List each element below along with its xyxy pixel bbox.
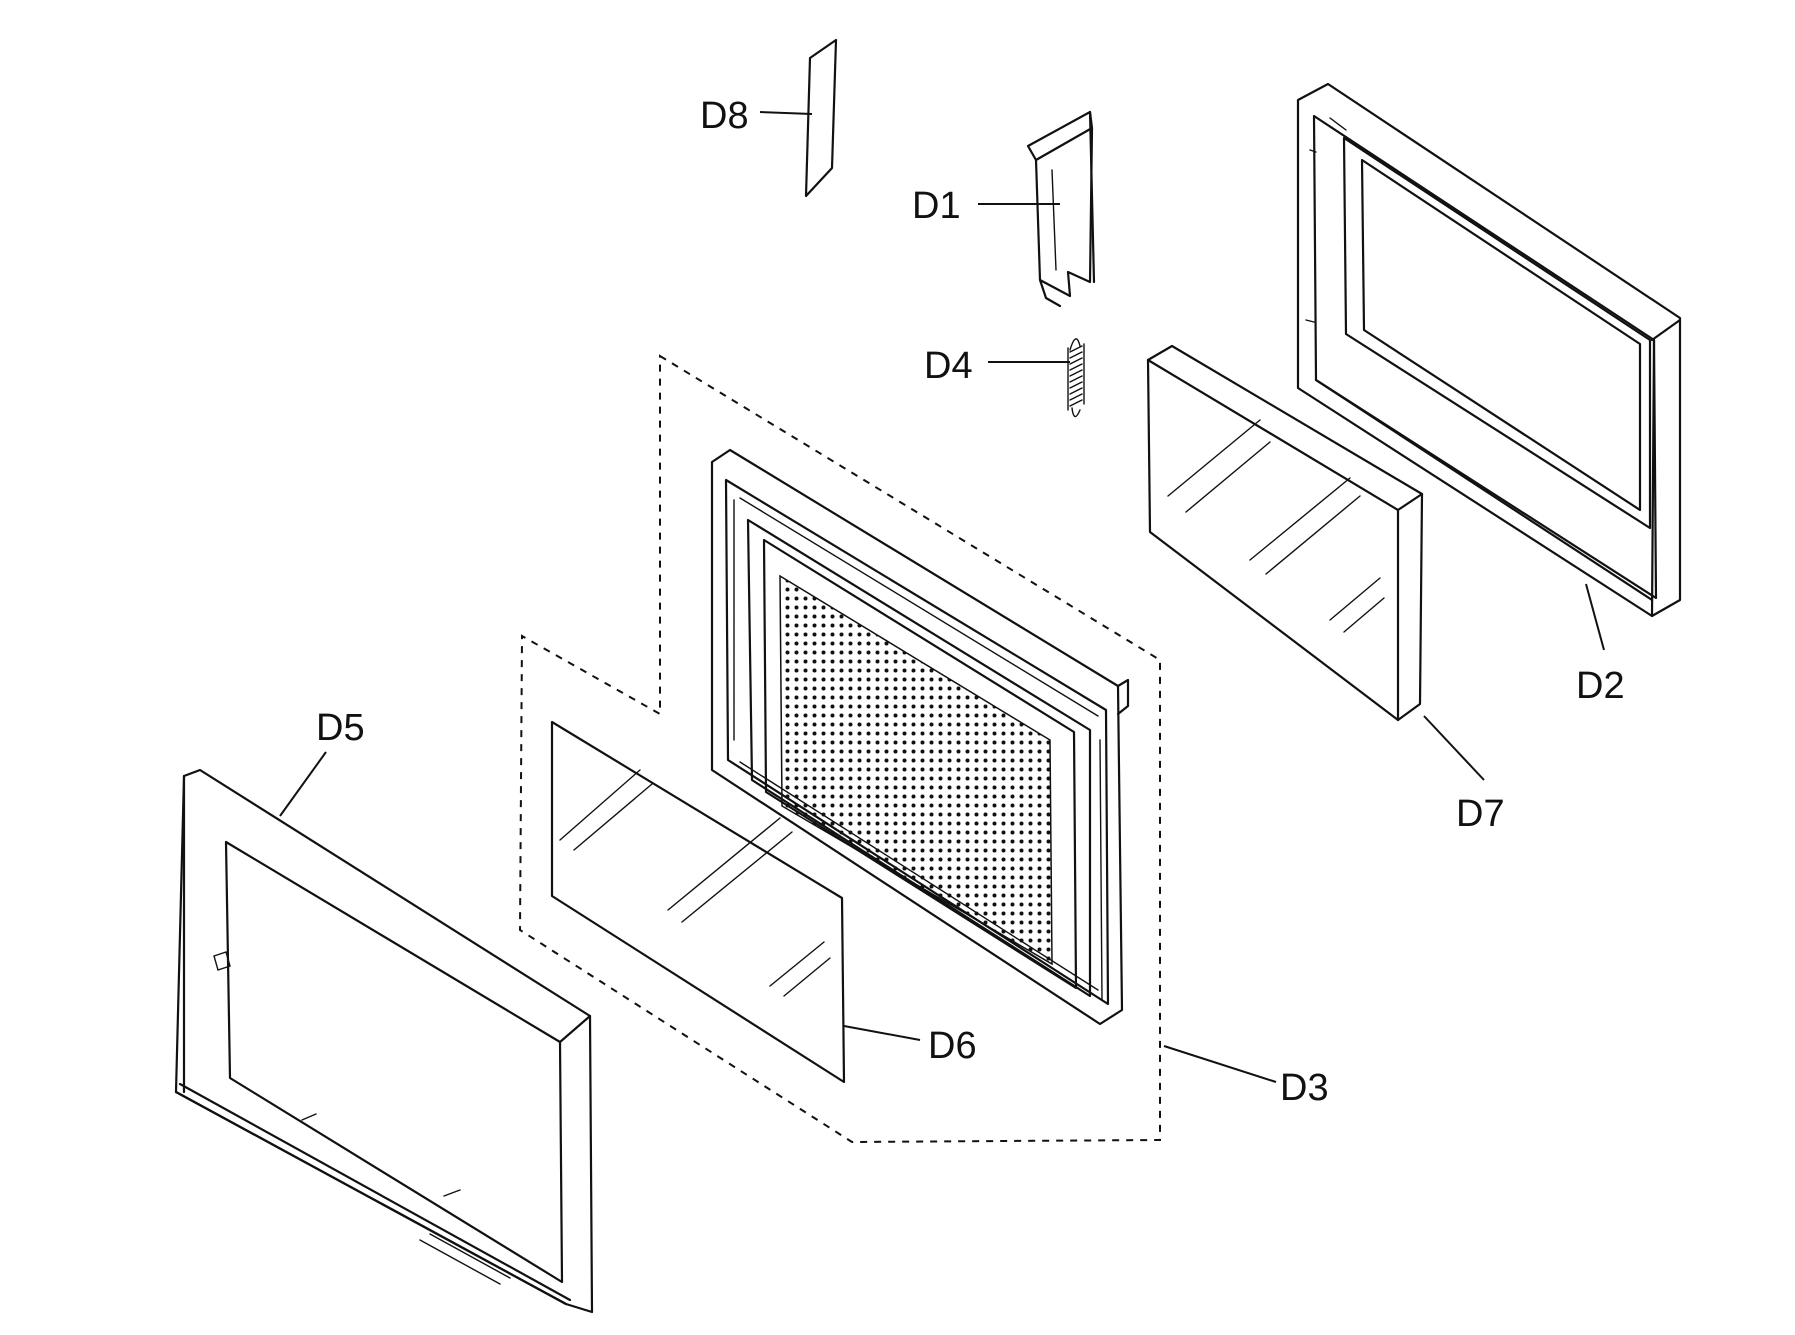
- leader-d7: [1423, 715, 1485, 781]
- leader-d5: [279, 751, 327, 817]
- leader-d3: [1163, 1045, 1277, 1083]
- part-d7-glass: [1146, 344, 1424, 722]
- label-d1: D1: [912, 185, 961, 227]
- part-d4-spring: [1067, 338, 1085, 418]
- label-d6: D6: [928, 1025, 977, 1067]
- part-d6-glass: [550, 720, 846, 1084]
- label-d2: D2: [1576, 665, 1625, 707]
- part-d8-strip: [804, 38, 838, 198]
- part-d2-outer-frame: [1296, 82, 1682, 618]
- leader-d6: [843, 1025, 921, 1041]
- label-d3: D3: [1280, 1067, 1329, 1109]
- part-d3-assembly-outline: [518, 354, 1161, 1144]
- leader-lines: [279, 111, 1605, 1083]
- label-d4: D4: [924, 345, 973, 387]
- leader-d8: [759, 111, 813, 115]
- part-labels: D8 D1 D4 D2 D7 D5 D6 D3: [316, 95, 1625, 1109]
- part-d5-front-frame: [174, 768, 594, 1314]
- label-d5: D5: [316, 707, 365, 749]
- part-d3-inner-panel: [710, 448, 1130, 1026]
- label-d8: D8: [700, 95, 749, 137]
- part-d1-latch: [1026, 110, 1096, 308]
- label-d7: D7: [1456, 793, 1505, 835]
- leader-d2: [1585, 583, 1605, 651]
